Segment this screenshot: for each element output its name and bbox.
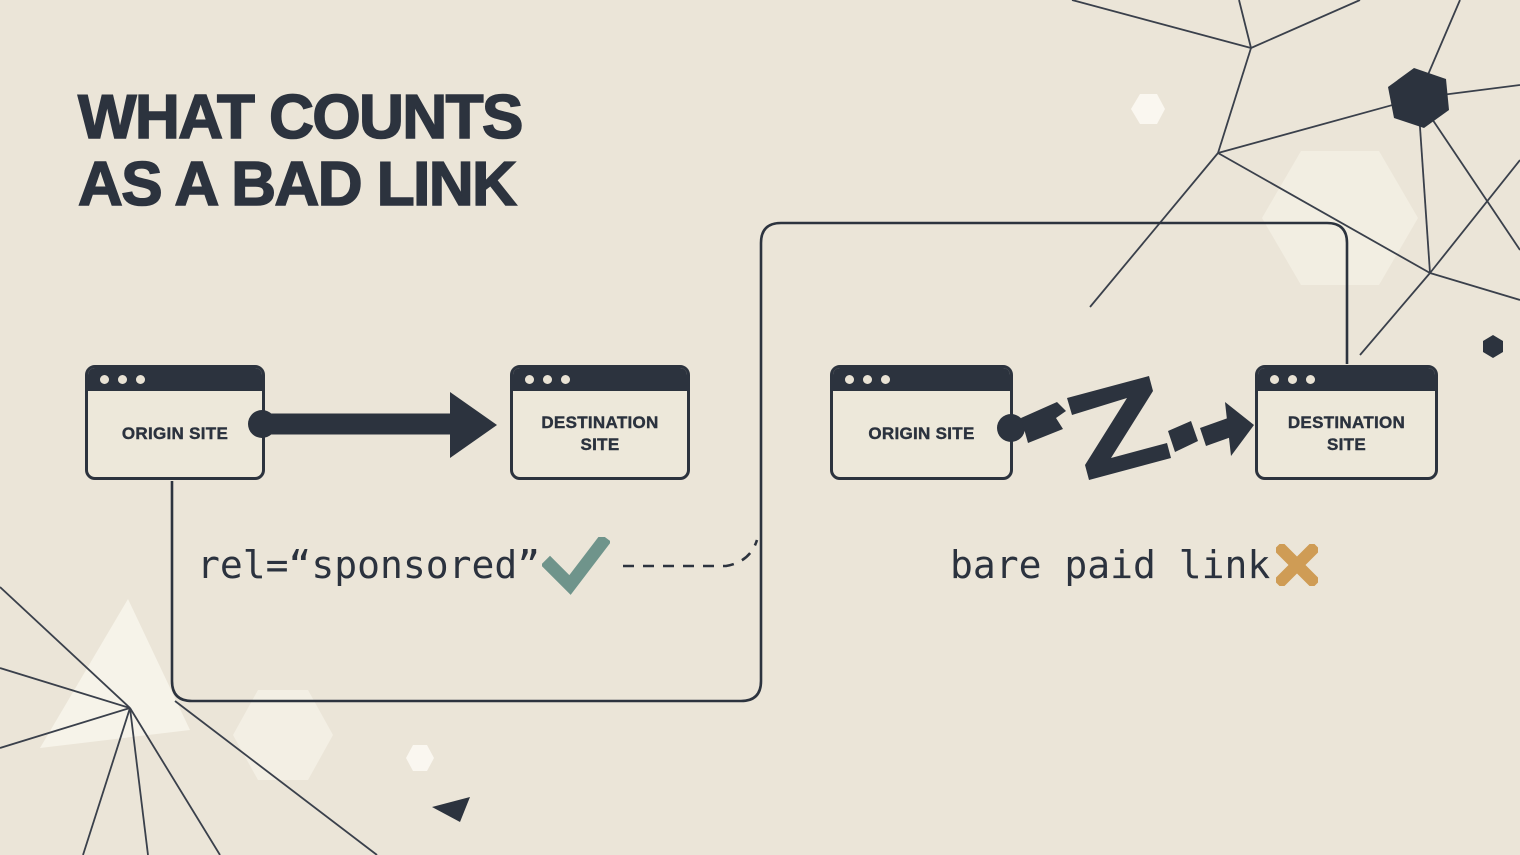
sponsored-rel-annotation: rel=“sponsored” [197, 543, 541, 587]
window-body: ORIGIN SITE [833, 391, 1010, 477]
network-mesh-bottom-left [0, 586, 378, 855]
bad-origin-site-label: ORIGIN SITE [868, 423, 975, 443]
window-dot-icon [136, 375, 145, 384]
hexagon-node-icon [1388, 68, 1449, 128]
cross-icon [1276, 544, 1318, 586]
page-title: WHAT COUNTS AS A BAD LINK [77, 83, 524, 219]
good-destination-site-label: DESTINATION SITE [541, 412, 659, 454]
window-titlebar [1258, 368, 1435, 391]
page-title-line2: AS A BAD LINK [77, 150, 518, 219]
dashed-connector-path [623, 539, 759, 568]
loop-connector-path [170, 221, 1349, 703]
window-dot-icon [1306, 375, 1315, 384]
bad-destination-site-window: DESTINATION SITE [1255, 365, 1438, 480]
window-dot-icon [561, 375, 570, 384]
window-body: DESTINATION SITE [1258, 391, 1435, 477]
window-dot-icon [1270, 375, 1279, 384]
good-destination-site-window: DESTINATION SITE [510, 365, 690, 480]
window-body: ORIGIN SITE [88, 391, 262, 477]
solid-link-arrow [248, 392, 497, 458]
window-dot-icon [1288, 375, 1297, 384]
window-dot-icon [881, 375, 890, 384]
check-icon [542, 537, 610, 595]
window-dot-icon [845, 375, 854, 384]
bad-origin-site-window: ORIGIN SITE [830, 365, 1013, 480]
window-titlebar [88, 368, 262, 391]
bad-destination-site-label: DESTINATION SITE [1287, 412, 1406, 454]
window-titlebar [833, 368, 1010, 391]
good-origin-site-window: ORIGIN SITE [85, 365, 265, 480]
window-dot-icon [100, 375, 109, 384]
window-dot-icon [525, 375, 534, 384]
broken-zigzag-link-arrow [997, 376, 1254, 480]
window-dot-icon [863, 375, 872, 384]
bare-paid-link-annotation: bare paid link [950, 543, 1271, 587]
window-dot-icon [118, 375, 127, 384]
page-title-line1: WHAT COUNTS [77, 83, 524, 152]
window-titlebar [513, 368, 687, 391]
window-body: DESTINATION SITE [513, 391, 687, 477]
small-triangle-icon [432, 797, 470, 822]
light-polygons [40, 94, 1418, 780]
small-hexagon-dot-icon [1483, 335, 1503, 358]
good-origin-site-label: ORIGIN SITE [121, 423, 229, 443]
dark-accent-shapes [432, 68, 1503, 822]
window-dot-icon [543, 375, 552, 384]
